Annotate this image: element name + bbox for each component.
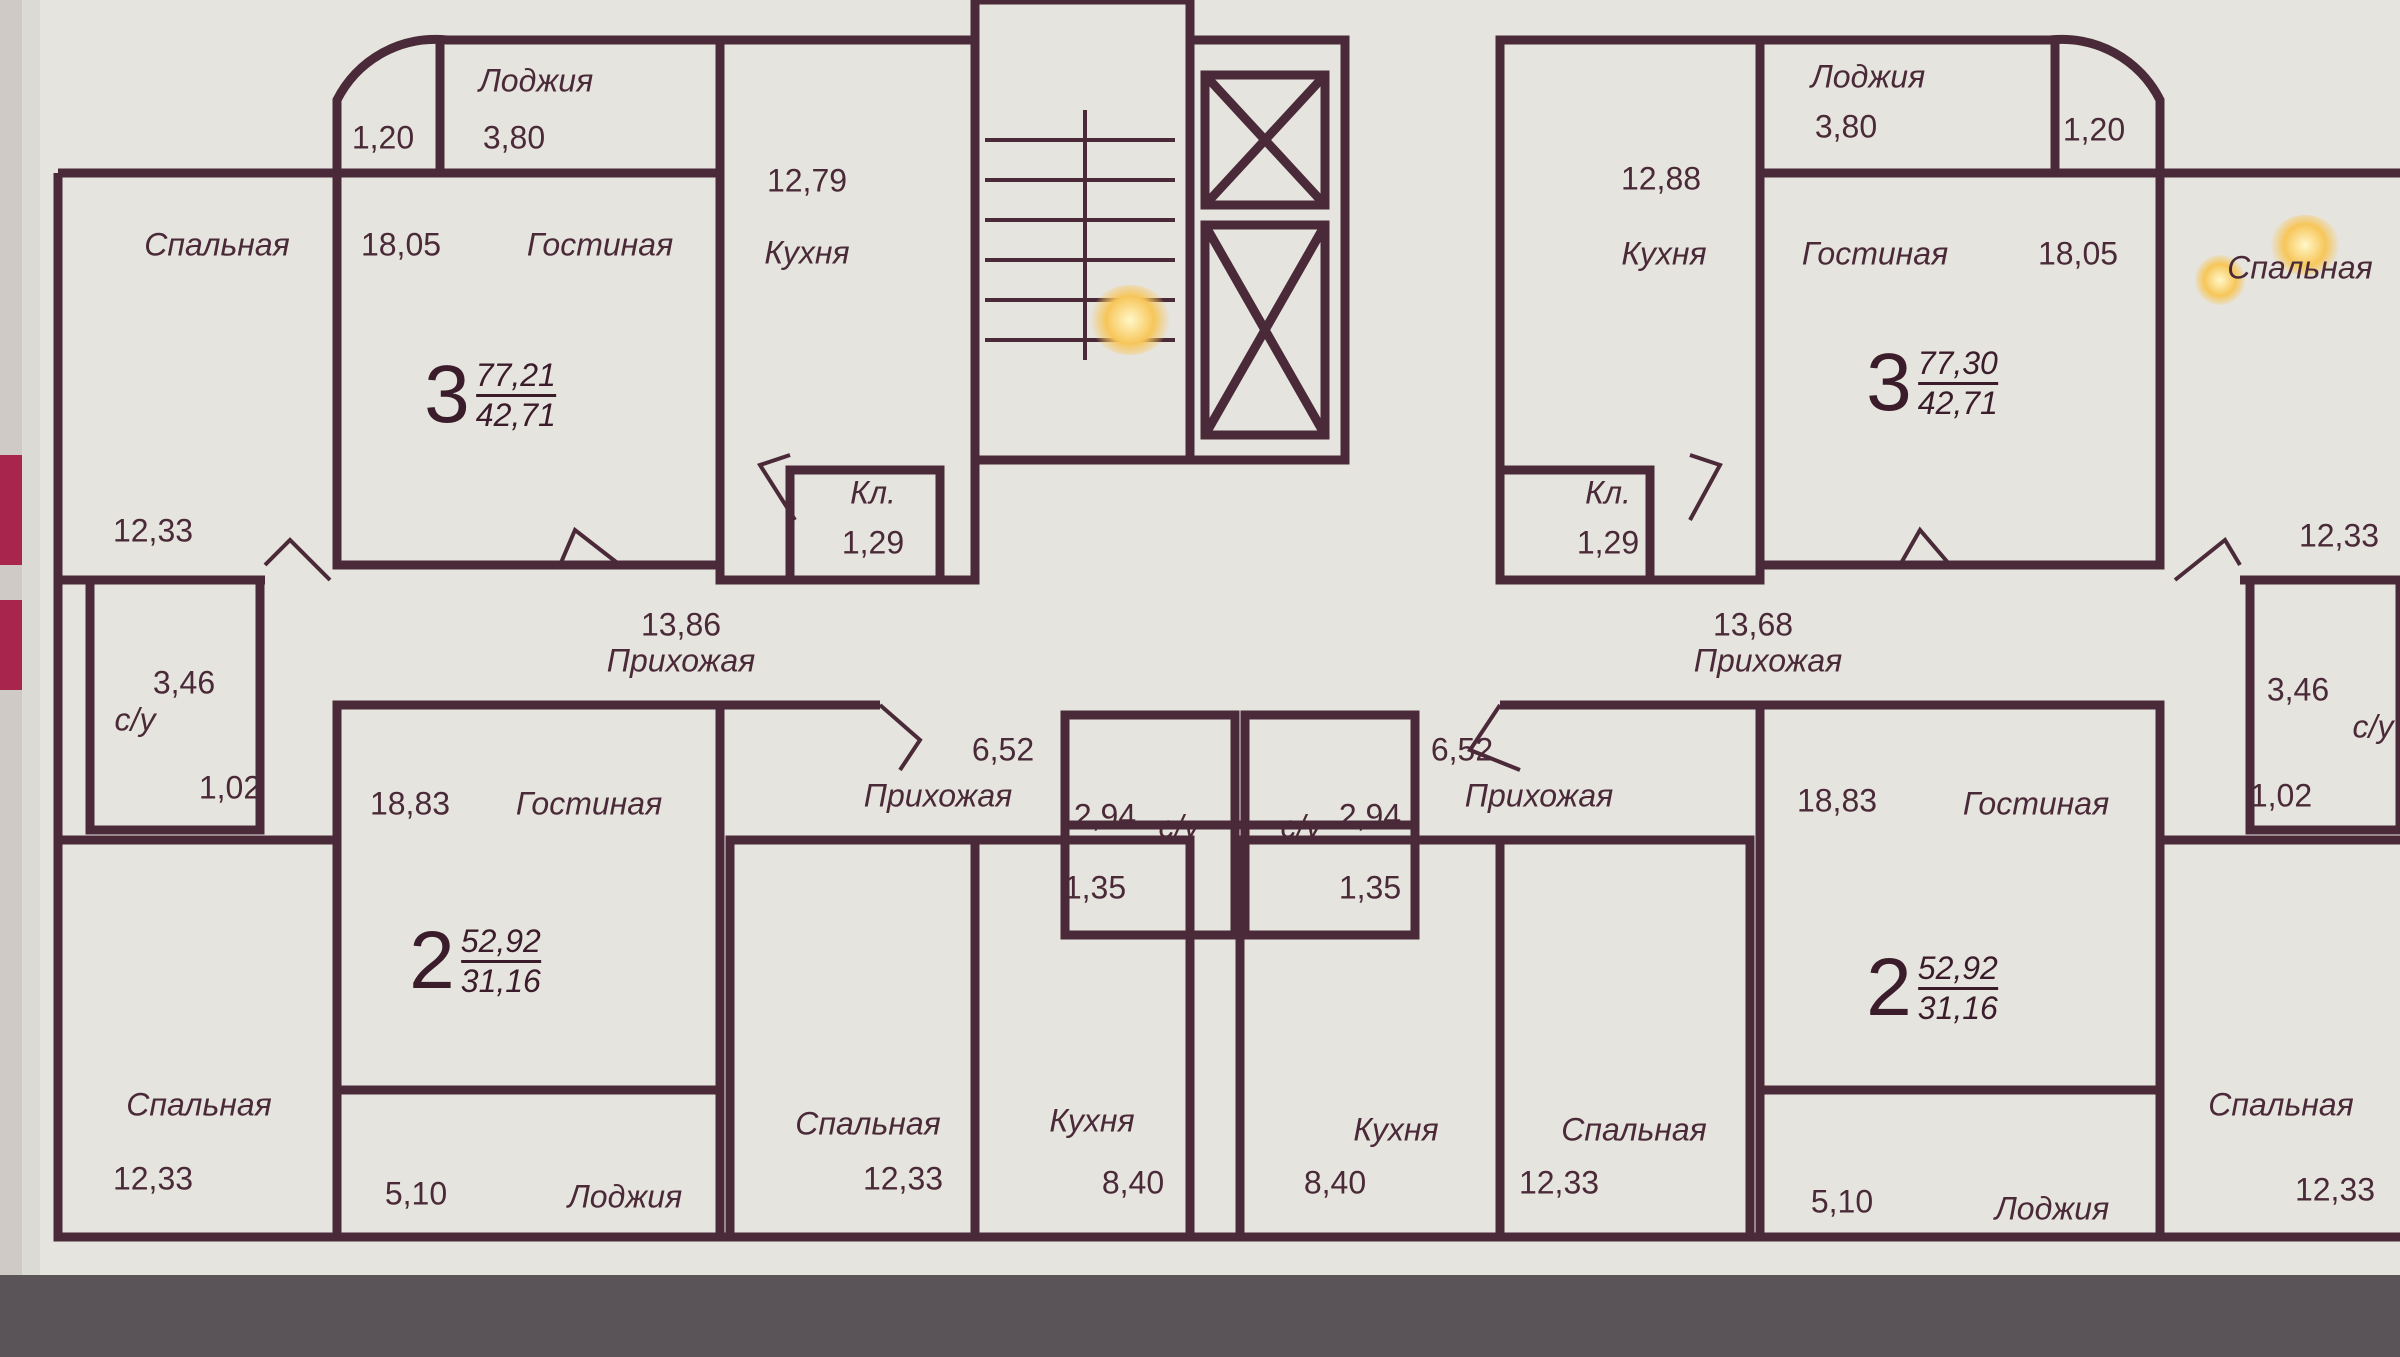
area-value: 13,86 xyxy=(640,606,722,643)
room-label: Кухня xyxy=(764,234,850,271)
area-value: 18,83 xyxy=(369,785,451,822)
apartment-rooms: 3 xyxy=(1866,337,1912,428)
room-label: Прихожая xyxy=(606,642,756,679)
area-value: 12,33 xyxy=(2298,517,2380,554)
area-value: 6,52 xyxy=(971,731,1035,768)
apartment-rooms: 2 xyxy=(409,915,455,1006)
room-label: Спальная xyxy=(144,226,290,263)
room-label: Кухня xyxy=(1621,235,1707,272)
screen-edge-accent xyxy=(0,455,22,565)
room-label: Спальная xyxy=(1561,1111,1707,1148)
room-label: с/у xyxy=(1280,808,1322,845)
area-value: 6,52 xyxy=(1430,731,1494,768)
area-value: 12,88 xyxy=(1620,160,1702,197)
light-glare xyxy=(2195,255,2245,305)
room-label: Лоджия xyxy=(1994,1190,2110,1227)
area-value: 1,20 xyxy=(2062,111,2126,148)
area-value: 1,35 xyxy=(1063,869,1127,906)
area-value: 3,80 xyxy=(1814,108,1878,145)
apartment-living-area: 31,16 xyxy=(1917,989,1998,1026)
room-label: Спальная xyxy=(795,1105,941,1142)
area-value: 5,10 xyxy=(384,1175,448,1212)
apartment-living-area: 42,71 xyxy=(1917,384,1998,421)
apartment-rooms: 2 xyxy=(1866,942,1912,1033)
area-value: 1,02 xyxy=(2249,777,2313,814)
room-label: Гостиная xyxy=(1962,785,2110,822)
room-label: Прихожая xyxy=(1693,642,1843,679)
apartment-living-area: 31,16 xyxy=(460,962,541,999)
area-value: 12,33 xyxy=(112,1160,194,1197)
area-value: 13,68 xyxy=(1712,606,1794,643)
apartment-total-area: 52,92 xyxy=(1917,950,1998,990)
area-value: 12,33 xyxy=(112,512,194,549)
apartment-living-area: 42,71 xyxy=(475,396,556,433)
apartment-total-area: 77,21 xyxy=(475,357,556,397)
area-value: 12,33 xyxy=(1518,1164,1600,1201)
area-value: 1,29 xyxy=(841,524,905,561)
screen-edge-accent xyxy=(0,600,22,690)
area-value: 18,83 xyxy=(1796,782,1878,819)
area-value: 1,35 xyxy=(1338,869,1402,906)
room-label: Лоджия xyxy=(1810,58,1926,95)
room-label: Гостиная xyxy=(1801,235,1949,272)
area-value: 3,46 xyxy=(152,664,216,701)
room-label: Спальная xyxy=(2208,1086,2354,1123)
light-glare xyxy=(1090,285,1170,355)
area-value: 1,29 xyxy=(1576,524,1640,561)
room-label: Лоджия xyxy=(567,1178,683,1215)
room-label: Спальная xyxy=(126,1086,272,1123)
apartment-total-area: 77,30 xyxy=(1917,345,1998,385)
area-value: 12,33 xyxy=(2294,1171,2376,1208)
room-label: Прихожая xyxy=(1464,777,1614,814)
room-label: Кухня xyxy=(1353,1111,1439,1148)
room-label: Прихожая xyxy=(863,777,1013,814)
area-value: 1,02 xyxy=(198,769,262,806)
area-value: 5,10 xyxy=(1810,1183,1874,1220)
area-value: 18,05 xyxy=(360,226,442,263)
room-label: с/у xyxy=(1158,808,1200,845)
room-label: с/у xyxy=(2352,708,2394,745)
apartment-rooms: 3 xyxy=(424,349,470,440)
room-label: с/у xyxy=(114,701,156,738)
room-label: Гостиная xyxy=(526,226,674,263)
room-label: Кл. xyxy=(850,474,896,511)
room-label: Кл. xyxy=(1585,474,1631,511)
area-value: 12,33 xyxy=(862,1160,944,1197)
light-glare xyxy=(2270,215,2340,275)
area-value: 2,94 xyxy=(1073,797,1137,834)
area-value: 12,79 xyxy=(766,162,848,199)
area-value: 8,40 xyxy=(1101,1164,1165,1201)
room-label: Гостиная xyxy=(515,785,663,822)
area-value: 2,94 xyxy=(1338,797,1402,834)
area-value: 8,40 xyxy=(1303,1164,1367,1201)
screen-bottom-bezel xyxy=(0,1275,2400,1357)
area-value: 3,46 xyxy=(2266,671,2330,708)
area-value: 3,80 xyxy=(482,119,546,156)
room-label: Кухня xyxy=(1049,1102,1135,1139)
apartment-total-area: 52,92 xyxy=(460,923,541,963)
area-value: 18,05 xyxy=(2037,235,2119,272)
room-label: Спальная xyxy=(2227,249,2373,286)
area-value: 1,20 xyxy=(351,119,415,156)
room-label: Лоджия xyxy=(478,62,594,99)
